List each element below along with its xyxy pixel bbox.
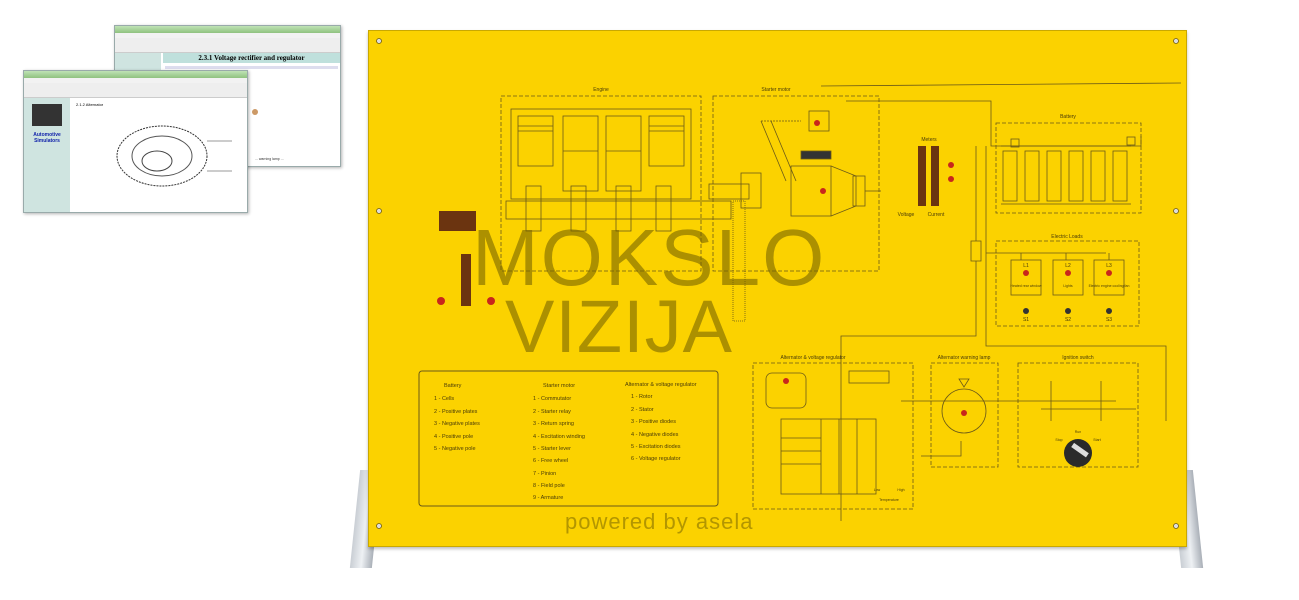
window-text: ... warning lamp ...: [255, 157, 284, 161]
watermark-line2: VIZIJA: [505, 285, 734, 368]
temp-high: High: [897, 488, 904, 492]
legend-item: 3 - Positive diodes: [631, 419, 676, 425]
starter-title: Starter motor: [761, 87, 791, 93]
legend-item: 9 - Armature: [533, 495, 563, 501]
socket-red: [437, 297, 445, 305]
legend-item: 4 - Positive pole: [434, 434, 473, 440]
battery-title: Battery: [1060, 114, 1076, 120]
legend-item: 1 - Commutator: [533, 396, 571, 402]
switch-label[interactable]: S2: [1065, 317, 1071, 323]
legend-title: Starter motor: [543, 383, 575, 389]
legend-item: 5 - Negative pole: [434, 446, 476, 452]
side-title: Automotive Simulators: [33, 132, 61, 144]
alternator-title: Alternator & voltage regulator: [780, 355, 845, 361]
meters-title: Meters: [921, 137, 937, 143]
loads-title: Electric Loads: [1051, 234, 1083, 240]
ignition-title: Ignition switch: [1062, 355, 1094, 361]
lamp-title: Alternator warning lamp: [938, 355, 991, 361]
ignition-start: Start: [1093, 438, 1100, 442]
starter-box: [712, 95, 880, 272]
legend: Battery 1 - Cells 2 - Positive plates 3 …: [434, 382, 697, 501]
load-label: Electric engine cooling fan: [1089, 284, 1130, 288]
engine-box: [500, 95, 702, 272]
legend-item: 8 - Field pole: [533, 483, 565, 489]
legend-item: 2 - Positive plates: [434, 409, 478, 415]
legend-item: 2 - Starter relay: [533, 409, 571, 415]
lamp-box: [930, 362, 999, 468]
voltmeter-bar: [918, 146, 926, 206]
switch-label[interactable]: S3: [1106, 317, 1112, 323]
legend-item: 4 - Negative diodes: [631, 432, 679, 438]
load-id: L3: [1106, 263, 1112, 269]
brown-block: [461, 254, 471, 306]
legend-item: 6 - Voltage regulator: [631, 456, 681, 462]
legend-title: Battery: [444, 383, 462, 389]
legend-item: 2 - Stator: [631, 407, 654, 413]
temp-low: Low: [874, 488, 881, 492]
legend-item: 5 - Excitation diodes: [631, 444, 681, 450]
engine-title: Engine: [593, 87, 609, 93]
legend-item: 1 - Cells: [434, 396, 454, 402]
voltage-label: Voltage: [898, 212, 915, 218]
software-window-front: Automotive Simulators 2.1.2 Alternator: [23, 70, 248, 213]
window-heading: 2.1.2 Alternator: [76, 102, 104, 107]
legend-item: 3 - Return spring: [533, 421, 574, 427]
legend-item: 4 - Excitation winding: [533, 434, 585, 440]
window-heading: 2.3.1 Voltage rectifier and regulator: [163, 53, 340, 63]
temperature-label: Temperature: [879, 498, 899, 502]
battery-box: [995, 122, 1142, 214]
current-label: Current: [928, 212, 945, 218]
circuit-diagram: Engine Starter motor Meters Voltage Curr…: [376, 38, 1182, 529]
legend-item: 1 - Rotor: [631, 394, 653, 400]
switch-label[interactable]: S1: [1023, 317, 1029, 323]
ignition-run: Run: [1075, 430, 1081, 434]
ignition-stop: Stop: [1055, 438, 1062, 442]
legend-title: Alternator & voltage regulator: [625, 382, 697, 388]
alternator-box: [752, 362, 914, 510]
alternator-drawing: [116, 125, 232, 187]
ignition-knob: [1064, 439, 1092, 467]
load-label: Heated rear window: [1010, 284, 1042, 288]
legend-item: 7 - Pinion: [533, 471, 556, 477]
trainer-panel: Engine Starter motor Meters Voltage Curr…: [368, 30, 1187, 547]
socket-red: [487, 297, 495, 305]
load-id: L1: [1023, 263, 1029, 269]
legend-item: 3 - Negative plates: [434, 421, 480, 427]
load-id: L2: [1065, 263, 1071, 269]
watermark-tagline: powered by asela: [565, 509, 754, 534]
legend-item: 6 - Free wheel: [533, 458, 568, 464]
legend-item: 5 - Starter lever: [533, 446, 571, 452]
load-label: Lights: [1063, 284, 1073, 288]
brown-block: [439, 211, 476, 231]
watermark-line1: MOKSLO: [472, 213, 827, 302]
legend-box: [418, 370, 719, 507]
ammeter-bar: [931, 146, 939, 206]
